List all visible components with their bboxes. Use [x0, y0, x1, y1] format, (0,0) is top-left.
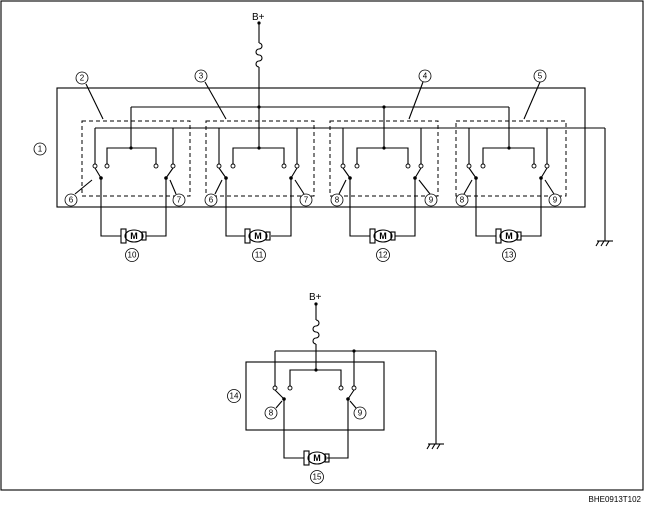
- svg-text:M: M: [505, 231, 513, 241]
- motor-icon-10: M: [120, 228, 147, 244]
- callout-7a: 7: [172, 193, 186, 207]
- svg-text:9: 9: [429, 196, 434, 205]
- svg-text:7: 7: [304, 196, 309, 205]
- svg-text:9: 9: [358, 409, 363, 418]
- motor-icon-11: M: [244, 228, 271, 244]
- callout-8b: 8: [455, 193, 469, 207]
- callout-10: 10: [125, 248, 139, 262]
- fuse-icon-top: [255, 42, 263, 68]
- callout-14: 14: [227, 389, 241, 403]
- svg-text:6: 6: [209, 196, 214, 205]
- svg-text:13: 13: [505, 251, 514, 260]
- fuse-icon-bottom: [312, 319, 320, 345]
- callout-6a: 6: [64, 193, 78, 207]
- callout-15: 15: [310, 470, 324, 484]
- svg-text:7: 7: [177, 196, 182, 205]
- callout-2: 2: [75, 71, 89, 85]
- svg-text:8: 8: [335, 196, 340, 205]
- motor-icon-13: M: [495, 228, 522, 244]
- callout-7b: 7: [299, 193, 313, 207]
- figure-code: BHE0913T102: [589, 495, 642, 504]
- svg-text:5: 5: [538, 72, 543, 81]
- switch-pair-4: [466, 128, 550, 237]
- ground-icon-bottom: [426, 443, 444, 450]
- callout-9c: 9: [353, 406, 367, 420]
- callout-8c: 8: [264, 406, 278, 420]
- callout-4: 4: [418, 69, 432, 83]
- svg-text:8: 8: [460, 196, 465, 205]
- callout-5: 5: [533, 69, 547, 83]
- master-switch-unit: [56, 87, 586, 208]
- svg-text:4: 4: [423, 72, 428, 81]
- switch-pair-3: [340, 128, 424, 237]
- motor-icon-15: M: [303, 450, 330, 466]
- single-switch-unit: [245, 361, 385, 431]
- callout-9a: 9: [424, 193, 438, 207]
- switch-group-5: [455, 120, 567, 197]
- switch-group-2: [81, 120, 191, 197]
- motor-icon-12: M: [369, 228, 396, 244]
- switch-blade-6a: [94, 167, 102, 179]
- svg-text:2: 2: [80, 74, 85, 83]
- svg-text:M: M: [313, 453, 321, 463]
- callout-8a: 8: [330, 193, 344, 207]
- svg-text:M: M: [379, 231, 387, 241]
- callout-6b: 6: [204, 193, 218, 207]
- callout-13: 13: [502, 248, 516, 262]
- callout-1: 1: [33, 142, 47, 156]
- svg-text:9: 9: [553, 196, 558, 205]
- svg-text:14: 14: [230, 392, 239, 401]
- switch-pair-2: [216, 128, 300, 237]
- figure-frame: [0, 0, 644, 491]
- callout-3: 3: [194, 69, 208, 83]
- svg-text:1: 1: [38, 145, 43, 154]
- switch-blade-7a: [165, 167, 174, 179]
- callout-12: 12: [376, 248, 390, 262]
- svg-text:M: M: [130, 231, 138, 241]
- supply-label-bottom: B+: [309, 292, 322, 303]
- svg-text:15: 15: [313, 473, 322, 482]
- svg-text:11: 11: [255, 251, 264, 260]
- svg-text:6: 6: [69, 196, 74, 205]
- ground-icon-top: [595, 240, 613, 247]
- svg-text:12: 12: [379, 251, 388, 260]
- svg-text:10: 10: [128, 251, 137, 260]
- svg-text:M: M: [254, 231, 262, 241]
- svg-text:3: 3: [199, 72, 204, 81]
- svg-text:8: 8: [269, 409, 274, 418]
- switch-pair-1: [92, 128, 176, 237]
- supply-label-top: B+: [252, 12, 265, 23]
- supply-terminal-top: [257, 21, 261, 25]
- callout-9b: 9: [548, 193, 562, 207]
- callout-11: 11: [252, 248, 266, 262]
